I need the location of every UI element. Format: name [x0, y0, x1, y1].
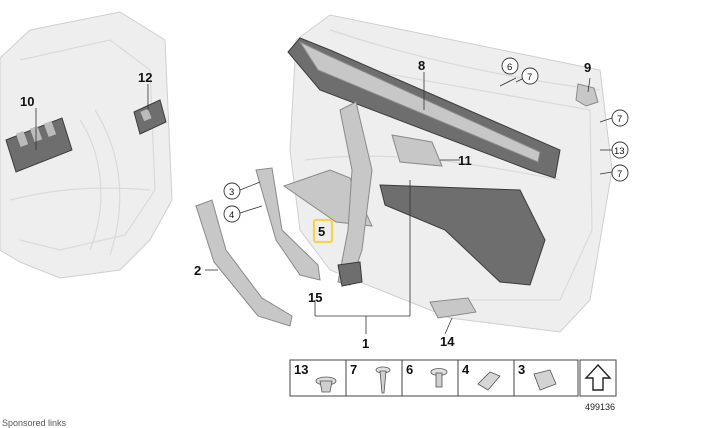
callout-7c-circle [611, 164, 629, 182]
retainer-clip-icon [533, 369, 557, 391]
bolt-icon [430, 368, 448, 388]
callout-14: 14 [440, 334, 455, 349]
clip-14 [429, 297, 477, 319]
callout-6: 6 [507, 62, 512, 73]
callout-3: 3 [229, 187, 234, 198]
legend-6: 6 [406, 362, 413, 377]
grab-handle-2 [195, 199, 293, 327]
switch-12 [133, 99, 167, 135]
legend-13: 13 [294, 362, 308, 377]
legend-3: 3 [518, 362, 525, 377]
fastener-legend: 13 7 6 4 3 [289, 359, 617, 397]
callout-9: 9 [584, 60, 591, 75]
callout-7a: 7 [527, 72, 532, 83]
callout-15: 15 [308, 290, 322, 305]
callout-7b: 7 [617, 114, 622, 125]
callout-3-circle [223, 182, 241, 200]
armrest-trim [379, 184, 546, 286]
callout-2: 2 [194, 263, 201, 278]
left-door-panel [0, 11, 173, 279]
switch-bezel-11 [391, 134, 443, 167]
callout-5-highlight [312, 218, 334, 244]
callout-6-circle [501, 57, 519, 75]
callout-13: 13 [614, 146, 625, 157]
callout-7b-circle [611, 109, 629, 127]
carrier-15 [255, 101, 373, 287]
spring-clip-icon [477, 371, 501, 391]
sponsored-links-text[interactable]: Sponsored links [2, 418, 67, 428]
callout-1: 1 [362, 336, 369, 351]
callout-11: 11 [458, 153, 472, 168]
callout-4: 4 [229, 210, 234, 221]
legend-7: 7 [350, 362, 357, 377]
up-arrow-icon [584, 363, 612, 391]
callouts: 10 12 3 4 2 5 15 1 14 8 11 9 6 7 7 13 7 [20, 57, 629, 351]
callout-5: 5 [318, 224, 325, 239]
callout-8: 8 [418, 58, 425, 73]
clip-9 [575, 83, 599, 107]
callout-12: 12 [138, 70, 152, 85]
push-clip-icon [315, 376, 337, 393]
legend-4: 4 [462, 362, 470, 377]
screw-icon [375, 366, 391, 394]
diagram-code: 499136 [585, 402, 616, 412]
callout-4-circle [223, 205, 241, 223]
callout-7c: 7 [617, 169, 622, 180]
leader-lines [35, 72, 613, 335]
callout-7a-circle [521, 67, 539, 85]
callout-10: 10 [20, 94, 34, 109]
callout-13-circle [611, 141, 629, 159]
